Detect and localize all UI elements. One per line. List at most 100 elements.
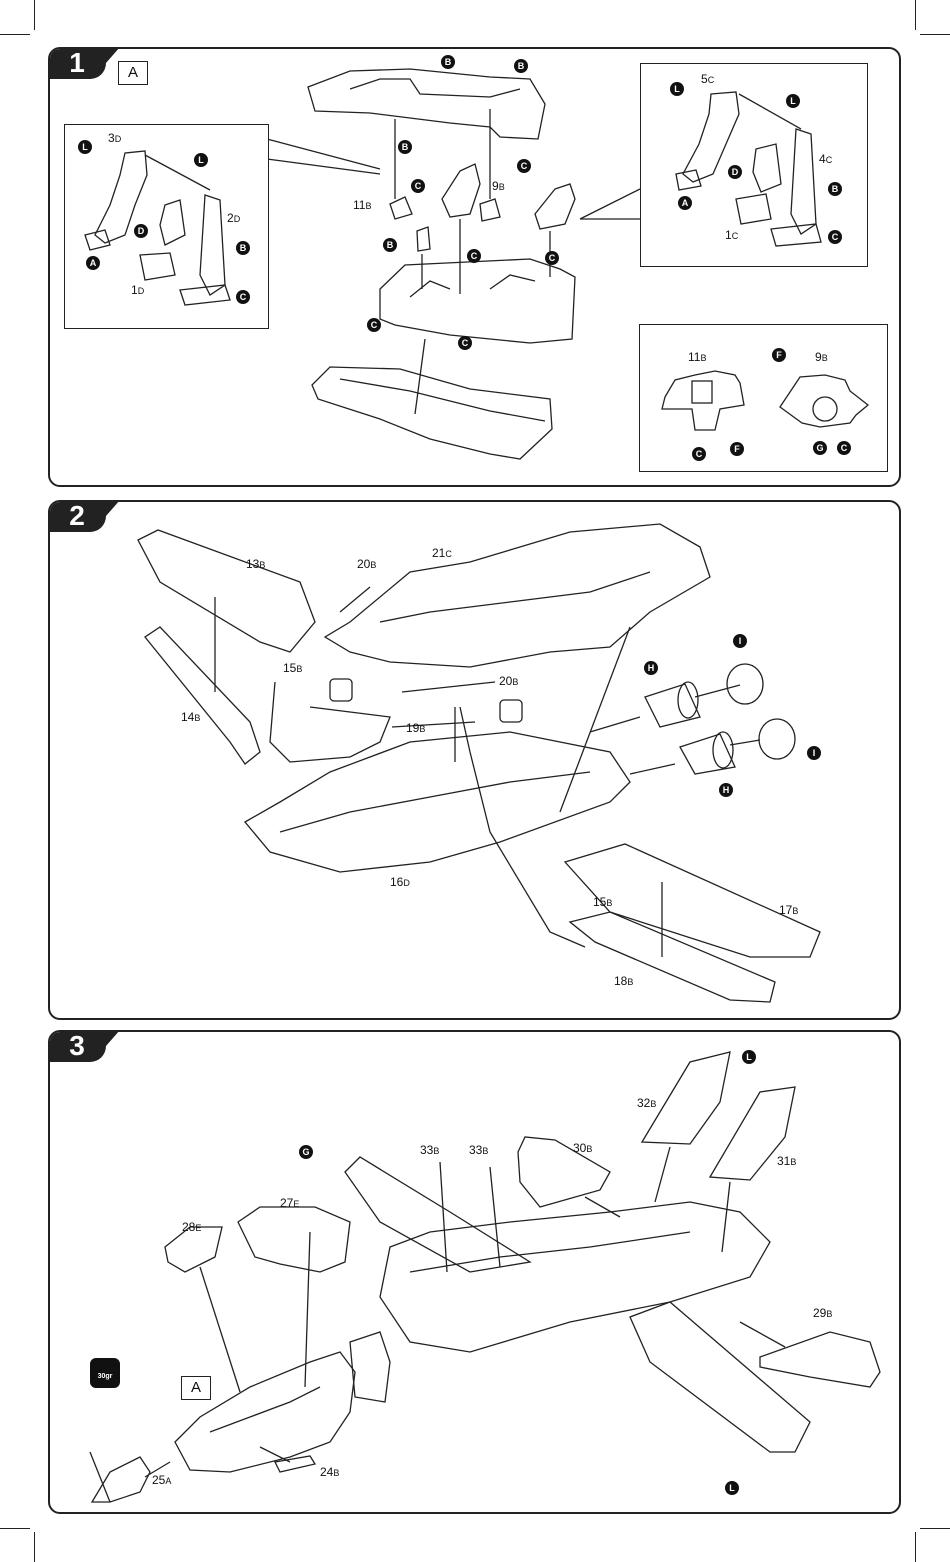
subassembly-label: A <box>118 61 148 85</box>
part-number: 30 <box>573 1141 587 1155</box>
crop-mark <box>915 0 916 30</box>
part-number: 24 <box>320 1465 334 1479</box>
step-2-panel: 2 <box>48 500 901 1020</box>
part-number: 29 <box>813 1306 827 1320</box>
part-label-27e: 27E <box>280 1196 299 1211</box>
part-number: 17 <box>779 903 793 917</box>
crop-mark <box>34 0 35 30</box>
part-number: 18 <box>614 974 628 988</box>
callout-c: C <box>467 249 481 263</box>
callout-l: L <box>742 1050 756 1064</box>
part-number: 19 <box>406 721 420 735</box>
part-sprue: B <box>370 560 377 570</box>
part-number: 1 <box>131 283 138 297</box>
callout-d: D <box>728 165 742 179</box>
callout-a: A <box>86 256 100 270</box>
part-number: 9 <box>815 350 822 364</box>
part-sprue: B <box>650 1099 657 1109</box>
part-label-33b-a: 33B <box>420 1143 439 1158</box>
part-sprue: E <box>293 1199 300 1209</box>
part-label-29b: 29B <box>813 1306 832 1321</box>
part-sprue: B <box>365 201 372 211</box>
callout-h: H <box>644 661 658 675</box>
part-number: 3 <box>108 131 115 145</box>
callout-i: I <box>807 746 821 760</box>
step-2-drawing <box>137 523 821 1003</box>
callout-l: L <box>725 1481 739 1495</box>
part-number: 11 <box>688 350 701 364</box>
part-label-17b: 17B <box>779 903 798 918</box>
callout-b: B <box>383 238 397 252</box>
part-label-13b: 13B <box>246 557 265 572</box>
part-number: 5 <box>701 72 708 86</box>
part-number: 4 <box>819 152 826 166</box>
callout-l: L <box>670 82 684 96</box>
part-number: 33 <box>420 1143 434 1157</box>
part-sprue: D <box>137 286 145 296</box>
part-label-19b: 19B <box>406 721 425 736</box>
part-number: 27 <box>280 1196 294 1210</box>
crop-mark <box>915 1532 916 1562</box>
part-label-15b-left: 15B <box>283 661 302 676</box>
callout-c: C <box>236 290 250 304</box>
callout-c: C <box>517 159 531 173</box>
callout-d: D <box>134 224 148 238</box>
part-sprue: B <box>821 353 828 363</box>
part-label-25a: 25A <box>152 1473 171 1488</box>
part-label-14b: 14B <box>181 710 200 725</box>
callout-b: B <box>514 59 528 73</box>
part-label-20b-top: 20B <box>357 557 376 572</box>
callout-b: B <box>398 140 412 154</box>
callout-g: G <box>813 441 827 455</box>
crop-mark <box>34 1532 35 1562</box>
callout-b: B <box>236 241 250 255</box>
part-label-11b-detail: 11B <box>688 350 706 365</box>
part-sprue: B <box>259 560 266 570</box>
step-3-panel: 3 <box>48 1030 901 1514</box>
subassembly-label: A <box>181 1376 211 1400</box>
callout-b: B <box>828 182 842 196</box>
part-label-4c: 4C <box>819 152 832 167</box>
seat-detail-right-drawing <box>675 91 822 247</box>
part-label-11b: 11B <box>353 198 371 213</box>
part-label-21c: 21C <box>432 546 452 561</box>
part-sprue: B <box>512 677 519 687</box>
callout-c: C <box>545 251 559 265</box>
part-label-18b: 18B <box>614 974 633 989</box>
part-label-2d: 2D <box>227 211 240 226</box>
part-sprue: B <box>700 353 707 363</box>
part-sprue: D <box>233 214 241 224</box>
part-sprue: B <box>433 1146 440 1156</box>
part-number: 1 <box>725 228 732 242</box>
part-sprue: B <box>333 1468 340 1478</box>
crop-mark <box>0 34 30 35</box>
part-sprue: C <box>707 75 715 85</box>
part-label-5c: 5C <box>701 72 714 87</box>
part-number: 15 <box>283 661 297 675</box>
callout-c: C <box>837 441 851 455</box>
part-label-24b: 24B <box>320 1465 339 1480</box>
part-label-28e: 28E <box>182 1220 201 1235</box>
part-number: 11 <box>353 198 366 212</box>
callout-h: H <box>719 783 733 797</box>
callout-f: F <box>772 348 786 362</box>
part-label-9b: 9B <box>492 179 505 194</box>
part-label-9b-detail: 9B <box>815 350 828 365</box>
part-number: 16 <box>390 875 404 889</box>
step-1-panel: 1 A <box>48 47 901 487</box>
callout-c: C <box>692 447 706 461</box>
part-sprue: B <box>296 664 303 674</box>
part-number: 31 <box>777 1154 791 1168</box>
part-sprue: C <box>731 231 739 241</box>
part-label-15b-right: 15B <box>593 895 612 910</box>
weight-icon: 30gr <box>90 1358 120 1388</box>
part-number: 33 <box>469 1143 483 1157</box>
step-3-drawing <box>89 1051 881 1503</box>
part-label-3d: 3D <box>108 131 121 146</box>
callout-c: C <box>458 336 472 350</box>
callout-b: B <box>441 55 455 69</box>
crop-mark <box>920 34 950 35</box>
part-sprue: D <box>403 878 410 888</box>
part-sprue: E <box>195 1223 202 1233</box>
part-label-32b: 32B <box>637 1096 656 1111</box>
